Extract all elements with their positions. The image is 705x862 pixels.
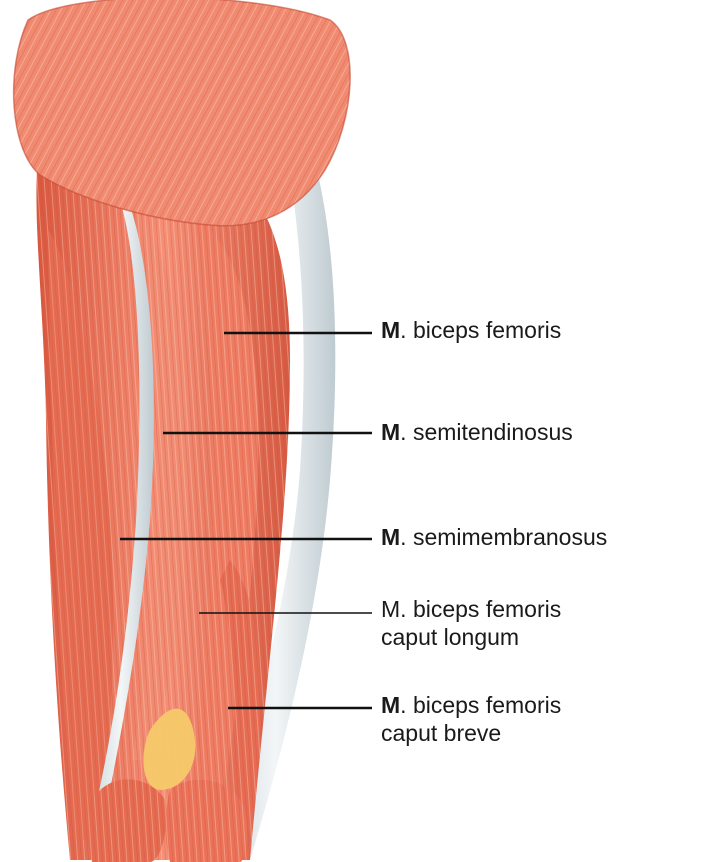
label-text: M. biceps femoris: [381, 596, 561, 622]
label-prefix: M: [381, 524, 400, 550]
label-subtext: caput breve: [381, 719, 561, 747]
label-subtext: caput longum: [381, 623, 561, 651]
label-semimembranosus: M. semimembranosus: [381, 523, 607, 551]
label-text: . semimembranosus: [400, 524, 607, 550]
label-biceps-femoris-caput-breve: M. biceps femoris caput breve: [381, 691, 561, 747]
label-text: . biceps femoris: [400, 317, 561, 343]
label-semitendinosus: M. semitendinosus: [381, 418, 573, 446]
label-biceps-femoris: M. biceps femoris: [381, 316, 561, 344]
label-prefix: M: [381, 419, 400, 445]
label-text: . biceps femoris: [400, 692, 561, 718]
label-prefix: M: [381, 317, 400, 343]
label-biceps-femoris-caput-longum: M. biceps femoris caput longum: [381, 595, 561, 651]
label-prefix: M: [381, 692, 400, 718]
label-text: . semitendinosus: [400, 419, 573, 445]
